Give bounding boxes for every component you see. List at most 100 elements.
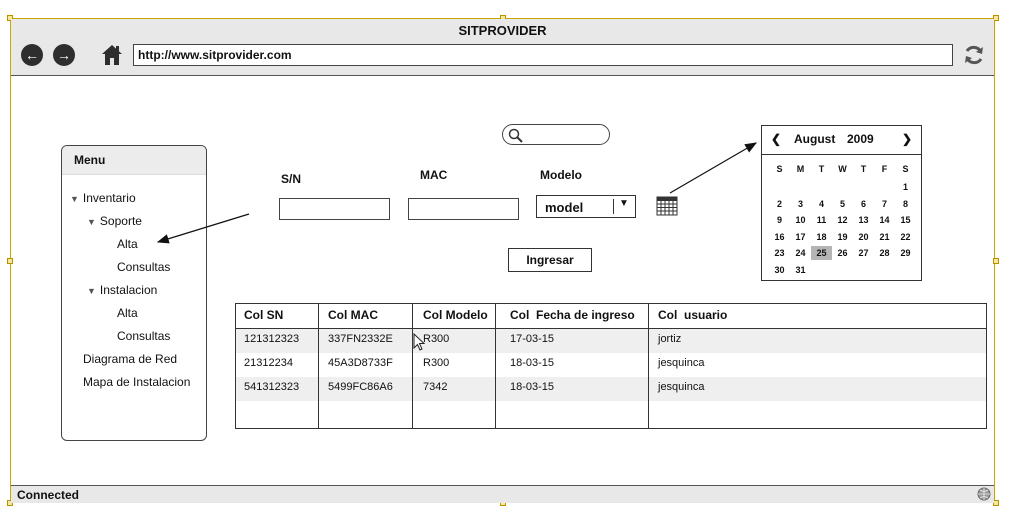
calendar-day[interactable]: 30 <box>774 265 785 275</box>
calendar-day[interactable]: 31 <box>795 265 806 275</box>
weekday-label: T <box>860 164 867 174</box>
resize-handle[interactable] <box>7 500 13 506</box>
calendar-day[interactable]: 17 <box>795 231 806 242</box>
calendar-day[interactable]: 8 <box>902 198 908 209</box>
column-divider <box>648 304 649 428</box>
column-header[interactable]: Col Fecha de ingreso <box>510 308 635 322</box>
select-divider <box>613 199 614 214</box>
calendar-day[interactable]: 11 <box>816 215 827 226</box>
resize-handle[interactable] <box>7 15 13 21</box>
column-header[interactable]: Col Modelo <box>423 308 488 322</box>
calendar-day[interactable]: 26 <box>837 248 848 259</box>
window-title: SITPROVIDER <box>458 23 547 38</box>
weekday-label: S <box>902 164 909 174</box>
expand-icon[interactable]: ▼ <box>70 194 79 204</box>
table-cell: jesquinca <box>658 381 705 393</box>
calendar-day[interactable]: 9 <box>776 215 782 226</box>
sn-input[interactable] <box>279 198 390 220</box>
refresh-icon[interactable] <box>962 43 986 67</box>
resize-handle[interactable] <box>993 15 999 21</box>
modelo-label: Modelo <box>540 168 582 182</box>
chevron-left-icon[interactable]: ❮ <box>771 132 782 146</box>
menu-item-instalacion-consultas[interactable]: Consultas <box>117 329 171 343</box>
ingresar-button[interactable]: Ingresar <box>508 248 592 272</box>
home-icon[interactable] <box>100 43 124 67</box>
arrow-to-alta <box>156 213 250 244</box>
expand-icon[interactable]: ▼ <box>87 217 96 227</box>
chevron-down-icon[interactable]: ▼ <box>619 198 629 209</box>
chevron-right-icon[interactable]: ❯ <box>902 132 913 146</box>
calendar-day[interactable]: 5 <box>839 198 845 209</box>
calendar-day[interactable]: 15 <box>900 215 911 226</box>
sn-label: S/N <box>281 172 302 186</box>
column-divider <box>495 304 496 428</box>
calendar-day[interactable]: 6 <box>860 198 866 209</box>
column-divider <box>318 304 319 428</box>
weekday-label: F <box>881 164 888 174</box>
calendar-day[interactable]: 4 <box>818 198 824 209</box>
resize-handle[interactable] <box>993 500 999 506</box>
table-cell: 17-03-15 <box>510 333 555 345</box>
calendar-day[interactable]: 13 <box>858 215 869 226</box>
search-input[interactable] <box>525 127 609 143</box>
calendar-year: 2009 <box>847 132 874 146</box>
calendar-day[interactable]: 24 <box>795 248 806 259</box>
resize-handle[interactable] <box>7 258 13 264</box>
forward-icon[interactable]: → <box>53 44 75 66</box>
menu-item-inventario[interactable]: ▼Inventario <box>70 191 136 205</box>
calendar-day[interactable]: 29 <box>900 248 911 259</box>
calendar-day[interactable]: 28 <box>879 248 890 259</box>
menu-item-soporte[interactable]: ▼Soporte <box>87 214 142 228</box>
calendar-day[interactable]: 12 <box>837 215 848 226</box>
menu-item-instalacion-alta[interactable]: Alta <box>117 306 138 320</box>
calendar-day[interactable]: 23 <box>774 248 785 259</box>
calendar-day-selected[interactable]: 25 <box>811 246 832 261</box>
calendar-icon[interactable] <box>656 196 678 216</box>
table-cell: 337FN2332E <box>328 333 393 345</box>
menu-item-instalacion[interactable]: ▼Instalacion <box>87 283 157 297</box>
expand-icon[interactable]: ▼ <box>87 286 96 296</box>
calendar-day[interactable]: 7 <box>881 198 887 209</box>
table-row-bg <box>236 329 986 353</box>
menu-item-diagrama-de-red[interactable]: Diagrama de Red <box>83 352 178 366</box>
resize-handle[interactable] <box>993 258 999 264</box>
mac-input[interactable] <box>408 198 519 220</box>
menu-item-label: Inventario <box>82 191 136 205</box>
calendar-day[interactable]: 19 <box>837 231 848 242</box>
column-header[interactable]: Col MAC <box>328 308 378 322</box>
column-header[interactable]: Col SN <box>244 308 284 322</box>
calendar-day[interactable]: 16 <box>774 231 785 242</box>
menu-item-soporte-consultas[interactable]: Consultas <box>117 260 171 274</box>
table-cell: R300 <box>423 357 450 369</box>
calendar-day[interactable]: 14 <box>879 215 890 226</box>
calendar-day[interactable]: 1 <box>902 182 908 192</box>
modelo-select[interactable]: model ▼ <box>536 195 636 218</box>
calendar-day[interactable]: 18 <box>816 231 827 242</box>
search-field[interactable] <box>502 124 610 145</box>
calendar-day[interactable]: 10 <box>795 215 806 226</box>
table-cell: R300 <box>423 333 450 345</box>
menu-item-soporte-alta[interactable]: Alta <box>117 237 138 251</box>
table-cell: 121312323 <box>244 333 300 345</box>
calendar-day[interactable]: 27 <box>858 248 869 259</box>
column-header[interactable]: Col usuario <box>658 308 728 322</box>
calendar-header: ❮ August 2009 ❯ <box>762 126 921 155</box>
calendar-day[interactable]: 20 <box>858 231 869 242</box>
calendar-day[interactable]: 3 <box>797 198 803 209</box>
table-cell: jortiz <box>658 333 682 345</box>
status-bar: Connected <box>11 485 994 503</box>
menu-item-mapa-de-instalacion[interactable]: Mapa de Instalacion <box>83 375 191 389</box>
calendar-day[interactable]: 22 <box>900 231 911 242</box>
menu-title: Menu <box>74 153 106 167</box>
weekday-label: M <box>796 164 805 174</box>
url-input[interactable]: http://www.sitprovider.com <box>133 44 953 66</box>
globe-icon <box>977 487 991 501</box>
header-divider <box>236 328 986 329</box>
calendar-day[interactable]: 2 <box>776 198 782 209</box>
calendar-day[interactable]: 21 <box>879 231 890 242</box>
cursor-icon <box>413 333 426 351</box>
back-icon[interactable]: ← <box>21 44 43 66</box>
data-table: Col SN Col MAC Col Modelo Col Fecha de ingr… <box>235 303 987 429</box>
